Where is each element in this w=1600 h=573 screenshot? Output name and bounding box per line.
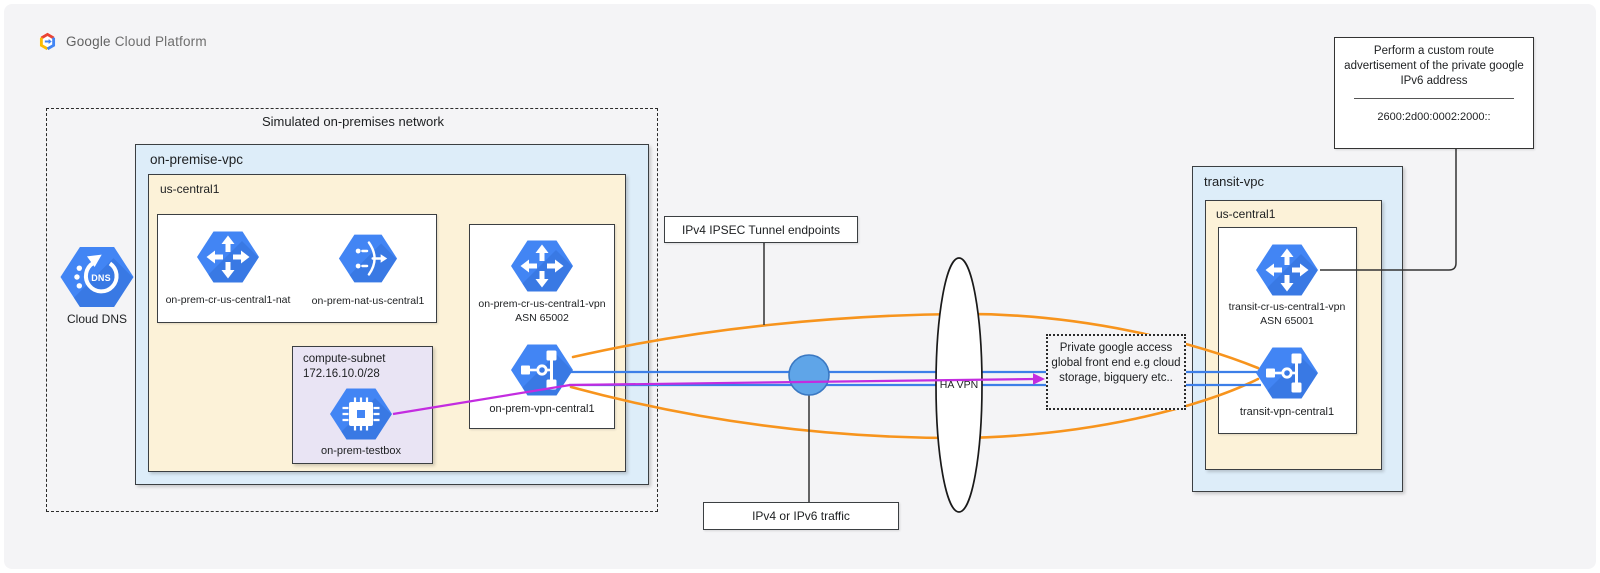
gcp-product: Cloud Platform: [114, 34, 207, 49]
compute-engine-icon: [329, 386, 393, 442]
on-premise-vpc-label: on-premise-vpc: [150, 152, 244, 167]
traffic-node-circle: [788, 354, 830, 396]
transit-vpc-label: transit-vpc: [1204, 174, 1264, 189]
transit-router-asn: ASN 65001: [1260, 315, 1314, 327]
gcp-logo-icon: [39, 32, 56, 51]
on-prem-testbox-label: on-prem-testbox: [320, 445, 402, 457]
ipsec-label-box: IPv4 IPSEC Tunnel endpoints: [664, 216, 858, 243]
gcp-brand: Google: [66, 34, 111, 49]
private-google-access-text: Private google access global front end e…: [1051, 342, 1181, 384]
vpn-gateway-icon: [510, 342, 574, 398]
cloud-dns-glyph: DNS: [91, 273, 111, 283]
on-prem-dashed-container: [46, 108, 658, 512]
cloud-nat-icon: [338, 232, 398, 285]
on-prem-router-nat-label: on-prem-cr-us-central1-nat: [165, 294, 291, 306]
cloud-router-icon: [510, 238, 574, 294]
on-prem-router-vpn-asn: ASN 65002: [515, 312, 569, 324]
traffic-label-box: IPv4 or IPv6 traffic: [703, 502, 899, 530]
on-prem-region-label: us-central1: [160, 182, 220, 196]
vpn-gateway-icon: [1255, 345, 1319, 401]
on-prem-vpn-gateway-label: on-prem-vpn-central1: [489, 403, 595, 415]
compute-subnet-cidr: 172.16.10.0/28: [303, 368, 380, 380]
note-ipv6-address: 2600:2d00:0002:2000::: [1377, 111, 1491, 123]
compute-subnet-label: compute-subnet: [303, 353, 386, 365]
ha-vpn-label: HA VPN: [939, 379, 979, 391]
ipsec-label: IPv4 IPSEC Tunnel endpoints: [681, 222, 841, 237]
note-divider: [1354, 98, 1514, 99]
custom-route-note-box: Perform a custom route advertisement of …: [1334, 37, 1534, 149]
on-prem-router-vpn-label: on-prem-cr-us-central1-vpn: [478, 298, 606, 310]
transit-vpn-gateway-label: transit-vpn-central1: [1239, 406, 1335, 418]
purple-arrowhead: [1033, 373, 1045, 385]
custom-route-note-text: Perform a custom route advertisement of …: [1344, 45, 1524, 87]
transit-region-label: us-central1: [1216, 207, 1276, 221]
on-prem-container-title: Simulated on-premises network: [261, 114, 445, 129]
traffic-label: IPv4 or IPv6 traffic: [752, 509, 850, 523]
cloud-router-icon: [196, 229, 260, 285]
transit-router-label: transit-cr-us-central1-vpn: [1228, 301, 1346, 313]
cloud-router-icon: [1255, 242, 1319, 298]
private-google-access-box: Private google access global front end e…: [1046, 334, 1186, 410]
cloud-dns-label: Cloud DNS: [66, 312, 128, 326]
on-prem-nat-label: on-prem-nat-us-central1: [311, 295, 425, 307]
